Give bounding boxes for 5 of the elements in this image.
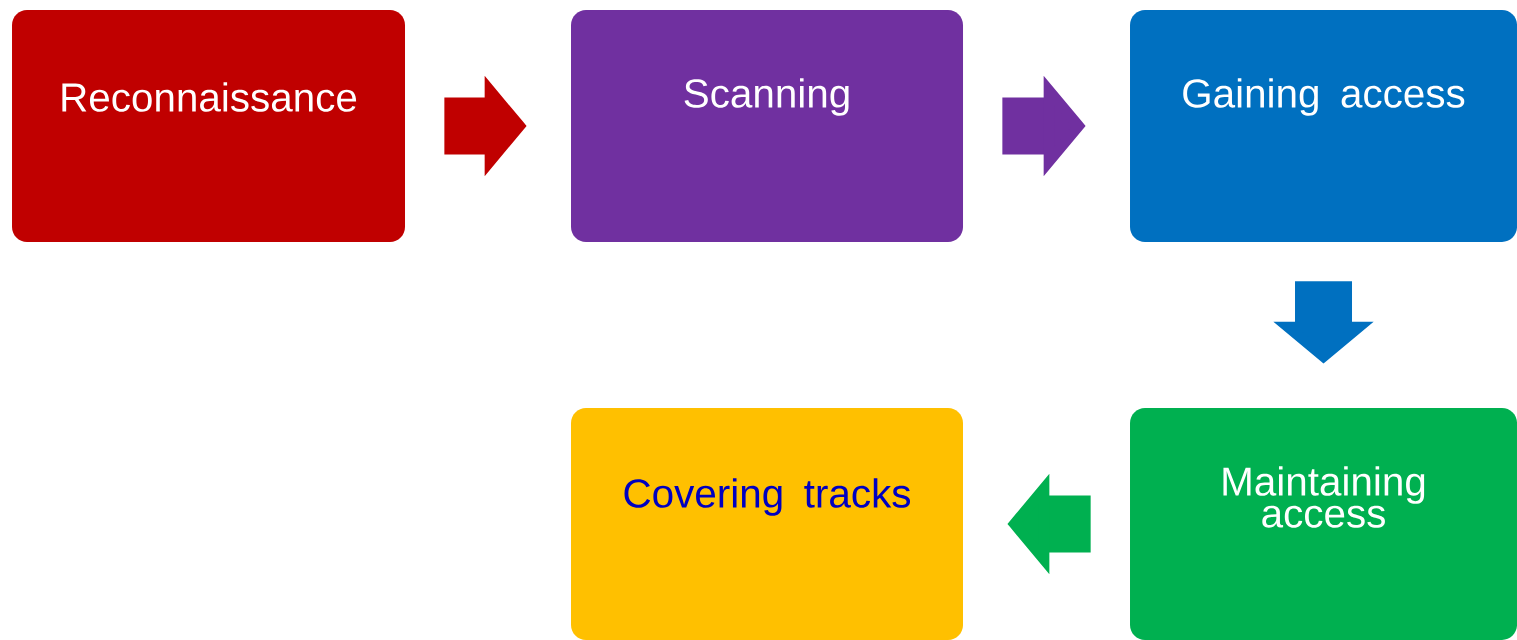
process-box: Scanning [571, 10, 963, 242]
process-box: Reconnaissance [12, 10, 405, 242]
process-box: Maintaining access [1130, 408, 1517, 640]
process-box: Covering tracks [571, 408, 963, 640]
process-box: Gaining access [1130, 10, 1517, 242]
